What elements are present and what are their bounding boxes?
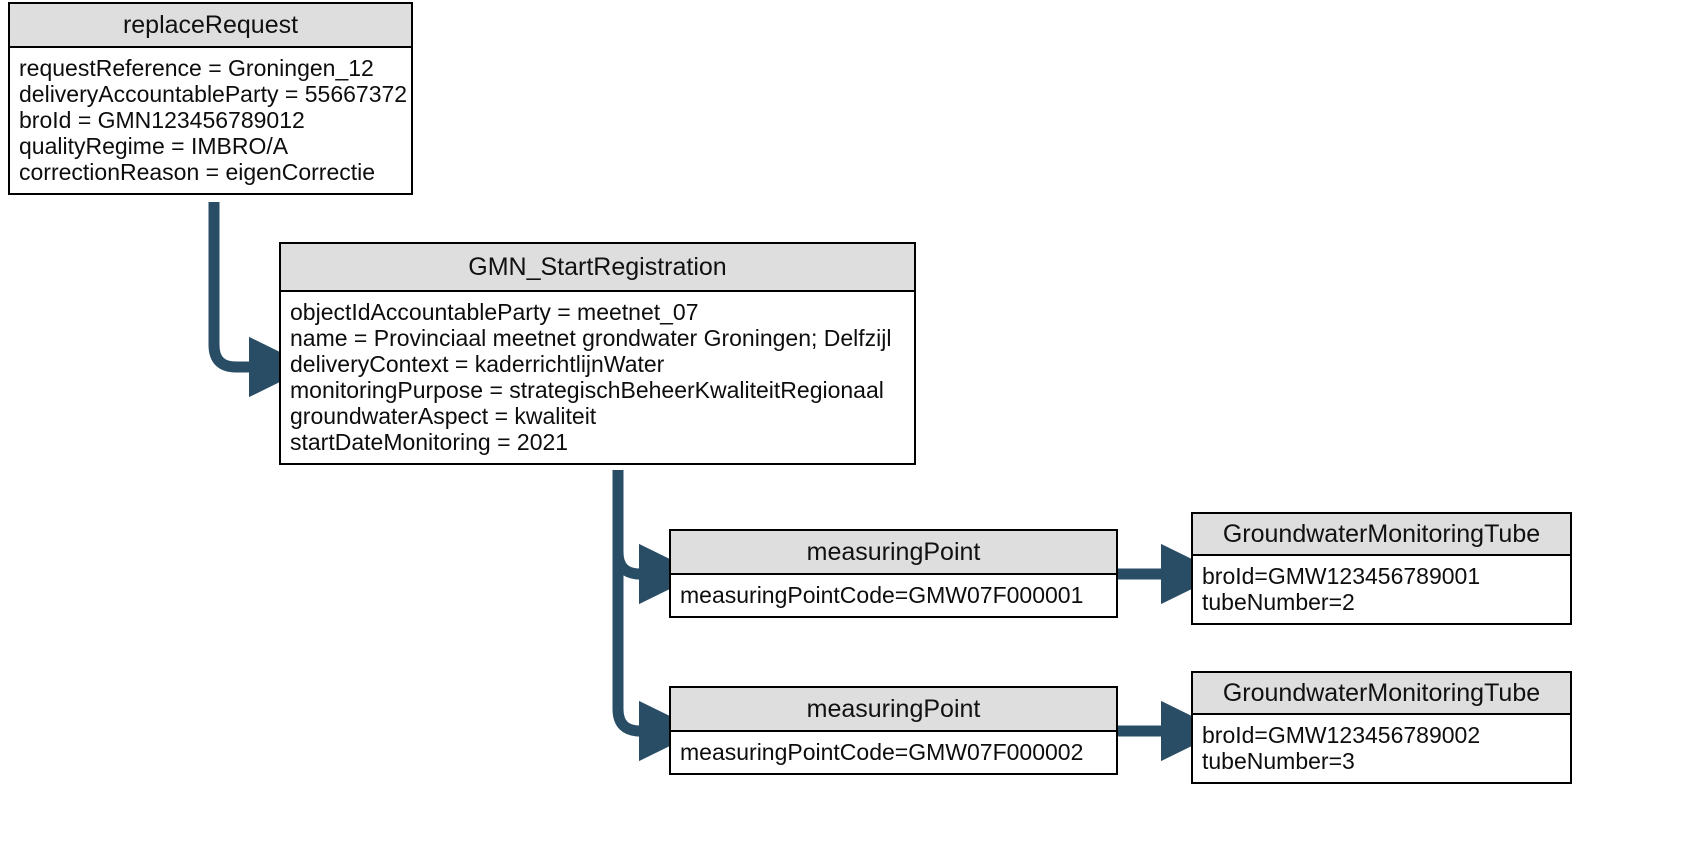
attribute-row: name = Provinciaal meetnet grondwater Gr… bbox=[290, 325, 892, 351]
object-box-groundwater-monitoring-tube-1[interactable]: GroundwaterMonitoringTube broId=GMW12345… bbox=[1191, 512, 1572, 625]
attribute-row: broId = GMN123456789012 bbox=[19, 107, 305, 133]
object-box-replace-request[interactable]: replaceRequest requestReference = Gronin… bbox=[8, 2, 413, 195]
attribute-row: broId=GMW123456789002 bbox=[1202, 722, 1481, 748]
object-attributes-measuring-point-2: measuringPointCode=GMW07F000002 bbox=[671, 732, 1116, 773]
attribute-row: tubeNumber=2 bbox=[1202, 589, 1355, 615]
object-attributes-measuring-point-1: measuringPointCode=GMW07F000001 bbox=[671, 575, 1116, 616]
attribute-row: objectIdAccountableParty = meetnet_07 bbox=[290, 299, 699, 325]
attribute-row: measuringPointCode=GMW07F000002 bbox=[680, 739, 1084, 765]
attribute-row: correctionReason = eigenCorrectie bbox=[19, 159, 376, 185]
connector-replace-request-to-gmn-start bbox=[208, 202, 311, 398]
object-title-gmn-start-registration: GMN_StartRegistration bbox=[281, 244, 914, 292]
object-title-groundwater-monitoring-tube-2: GroundwaterMonitoringTube bbox=[1193, 673, 1570, 715]
object-title-groundwater-monitoring-tube-1: GroundwaterMonitoringTube bbox=[1193, 514, 1570, 556]
object-attributes-groundwater-monitoring-tube-2: broId=GMW123456789002 tubeNumber=3 bbox=[1193, 715, 1570, 782]
attribute-row: deliveryContext = kaderrichtlijnWater bbox=[290, 351, 665, 377]
object-box-gmn-start-registration[interactable]: GMN_StartRegistration objectIdAccountabl… bbox=[279, 242, 916, 465]
object-title-measuring-point-2: measuringPoint bbox=[671, 688, 1116, 732]
attribute-row: requestReference = Groningen_12 bbox=[19, 55, 374, 81]
object-title-measuring-point-1: measuringPoint bbox=[671, 531, 1116, 575]
attribute-row: tubeNumber=3 bbox=[1202, 748, 1355, 774]
object-attributes-groundwater-monitoring-tube-1: broId=GMW123456789001 tubeNumber=2 bbox=[1193, 556, 1570, 623]
attribute-row: startDateMonitoring = 2021 bbox=[290, 429, 569, 455]
attribute-row: deliveryAccountableParty = 55667372 bbox=[19, 81, 408, 107]
object-box-measuring-point-2[interactable]: measuringPoint measuringPointCode=GMW07F… bbox=[669, 686, 1118, 775]
object-attributes-replace-request: requestReference = Groningen_12 delivery… bbox=[10, 48, 411, 193]
attribute-row: groundwaterAspect = kwaliteit bbox=[290, 403, 597, 429]
object-attributes-gmn-start-registration: objectIdAccountableParty = meetnet_07 na… bbox=[281, 292, 914, 463]
attribute-row: measuringPointCode=GMW07F000001 bbox=[680, 582, 1084, 608]
attribute-row: broId=GMW123456789001 bbox=[1202, 563, 1481, 589]
attribute-row: monitoringPurpose = strategischBeheerKwa… bbox=[290, 377, 884, 403]
attribute-row: qualityRegime = IMBRO/A bbox=[19, 133, 289, 159]
connector-gmn-start-to-measuring-point-2 bbox=[612, 470, 701, 762]
connector-gmn-start-to-measuring-point-1 bbox=[612, 470, 701, 605]
object-title-replace-request: replaceRequest bbox=[10, 4, 411, 48]
object-box-measuring-point-1[interactable]: measuringPoint measuringPointCode=GMW07F… bbox=[669, 529, 1118, 618]
object-box-groundwater-monitoring-tube-2[interactable]: GroundwaterMonitoringTube broId=GMW12345… bbox=[1191, 671, 1572, 784]
